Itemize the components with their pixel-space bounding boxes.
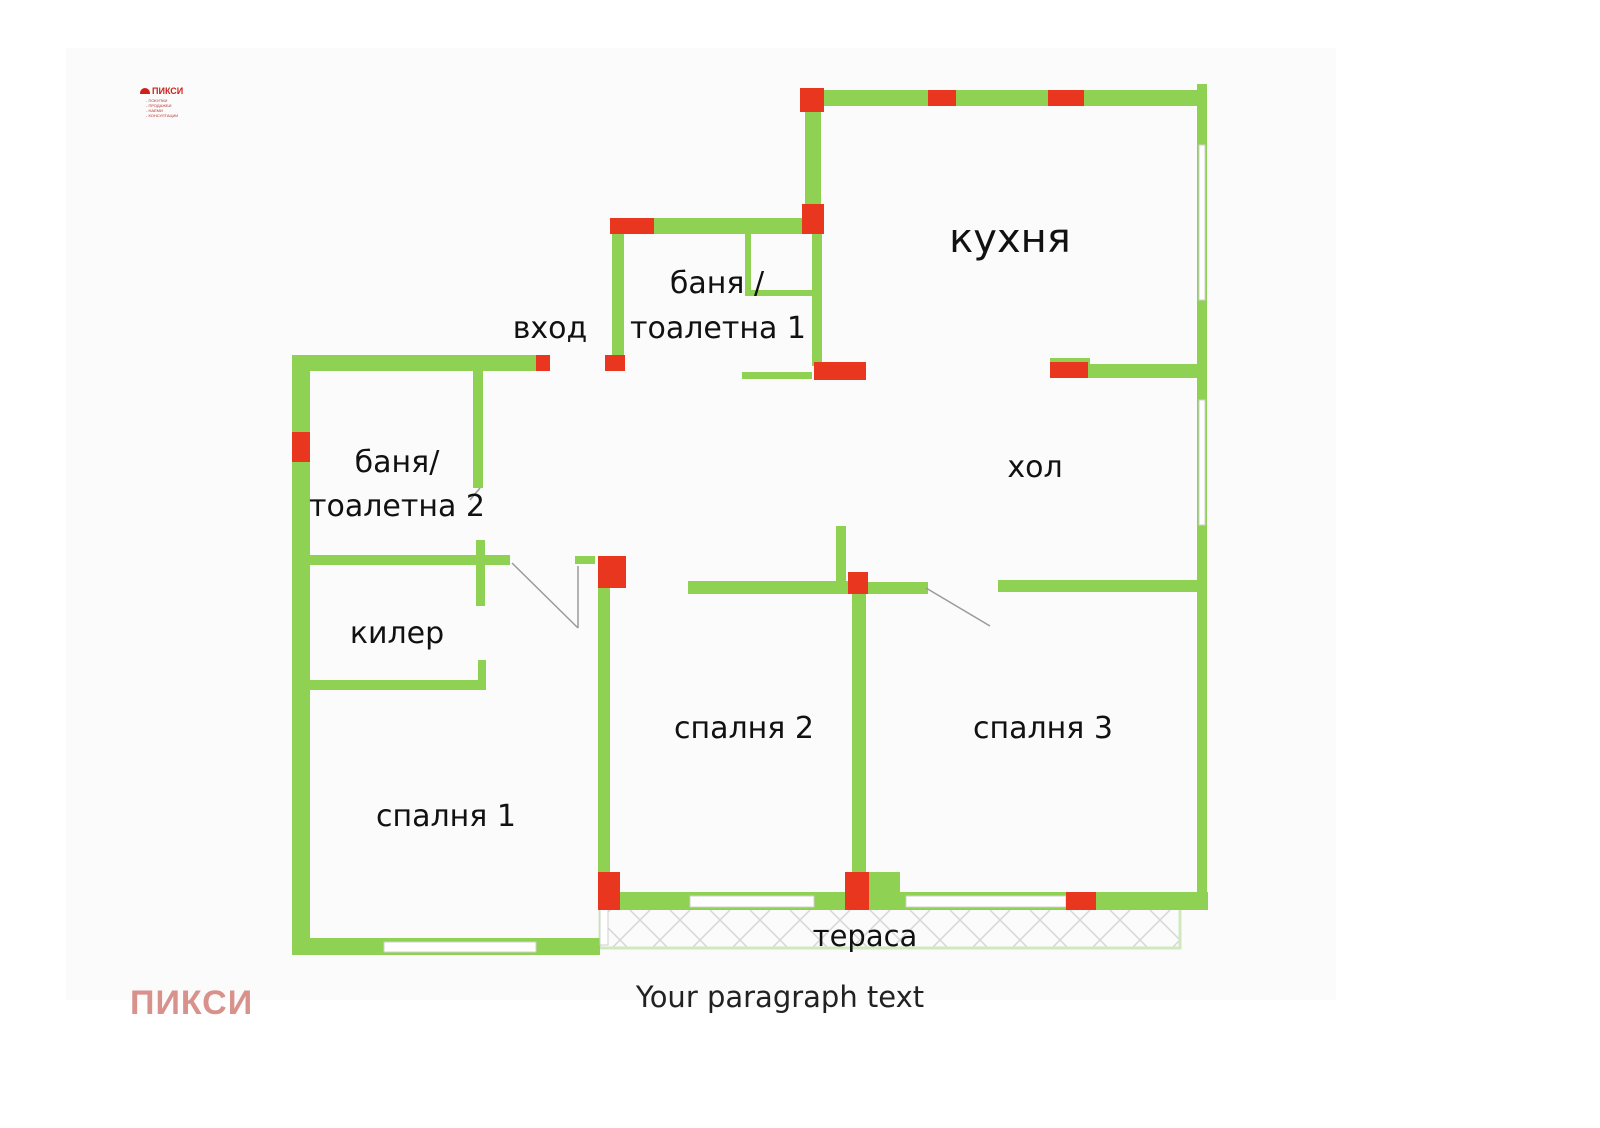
wall-bedroom3-top-left: [850, 582, 928, 594]
window-kitchen: [1198, 144, 1206, 301]
wall-bath2-right-lower: [476, 540, 485, 606]
wall-bedroom-divider: [852, 590, 866, 900]
label-hall: хол: [1007, 450, 1062, 485]
label-entrance: вход: [513, 311, 588, 346]
column: [800, 88, 824, 112]
column: [1048, 90, 1084, 106]
column: [928, 90, 956, 106]
window-bedroom2: [689, 895, 815, 908]
logo-mark-icon: [140, 88, 150, 94]
wall-bath1-right-lower: [812, 226, 822, 366]
column: [848, 572, 868, 594]
wall-bedroom2-top: [688, 581, 854, 594]
wall-bath1-inner: [745, 232, 751, 294]
window-bedroom1: [383, 941, 537, 953]
wall-pantry-bottom: [308, 680, 486, 690]
logo-tagline-2: - ПРОДАЖБИ: [146, 103, 172, 108]
door-bedroom3: [925, 587, 991, 627]
column: [814, 362, 866, 380]
columns: [292, 88, 1096, 910]
paragraph-text: Your paragraph text: [635, 980, 925, 1014]
wall-bedroom3-top: [998, 580, 1203, 592]
column: [610, 218, 654, 234]
label-bath1-line1: баня /: [670, 266, 765, 301]
wall-bath1-top: [612, 218, 812, 234]
window-bedroom3: [905, 895, 1067, 908]
column: [292, 432, 310, 462]
pixi-logo: ПИКСИ - ПОКУПКИ - ПРОДАЖБИ - НАЕМИ - КОН…: [140, 86, 200, 122]
column: [845, 872, 869, 910]
column: [605, 355, 625, 371]
doors: [469, 487, 991, 629]
plan-canvas: [66, 48, 1336, 1000]
logo-tagline-3: - НАЕМИ: [146, 108, 163, 113]
label-bath2-line1: баня/: [355, 445, 441, 480]
wall-kitchen-bottom: [1088, 364, 1200, 378]
wall-hall-stub: [836, 526, 846, 586]
window-terrace-door: [599, 904, 609, 946]
wall-bottom-block: [868, 872, 900, 910]
wall-bath1-inner-h: [745, 290, 813, 296]
window-hall: [1198, 399, 1206, 526]
wall-bedroom1-right: [598, 578, 610, 898]
wall-left-outer: [292, 355, 310, 955]
wall-bath1-bottom: [742, 372, 812, 379]
column: [536, 355, 550, 371]
column: [1050, 362, 1088, 378]
label-bedroom3: спалня 3: [973, 711, 1113, 746]
wall-bedroom1-right-stub: [575, 556, 595, 564]
wall-pantry-right: [478, 660, 486, 690]
label-bath1-line2: тоалетна 1: [630, 311, 806, 346]
windows: [383, 144, 1206, 953]
logo-tagline-4: - КОНСУЛТАЦИИ: [146, 113, 179, 118]
label-terrace: тераса: [813, 919, 918, 953]
wall-bath2-bottom: [308, 555, 510, 565]
column: [802, 204, 824, 234]
wall-kitchen-top: [805, 90, 1205, 106]
watermark-brand: ПИКСИ: [130, 984, 254, 1022]
door-bedroom1: [511, 562, 579, 629]
column: [1066, 892, 1096, 910]
column: [598, 556, 626, 588]
wall-bath2-right: [473, 370, 483, 488]
wall-bath1-right: [805, 100, 821, 228]
logo-tagline-1: - ПОКУПКИ: [146, 98, 168, 103]
door-bath2: [469, 487, 481, 501]
label-bedroom1: спалня 1: [376, 799, 516, 834]
logo-brand: ПИКСИ: [152, 86, 184, 96]
wall-top-left: [292, 355, 539, 371]
column: [598, 872, 620, 910]
label-pantry: килер: [350, 616, 444, 651]
label-bedroom2: спалня 2: [674, 711, 814, 746]
label-bath2-line2: тоалетна 2: [309, 489, 485, 524]
label-kitchen: кухня: [949, 216, 1071, 262]
wall-bath1-left: [612, 226, 624, 356]
